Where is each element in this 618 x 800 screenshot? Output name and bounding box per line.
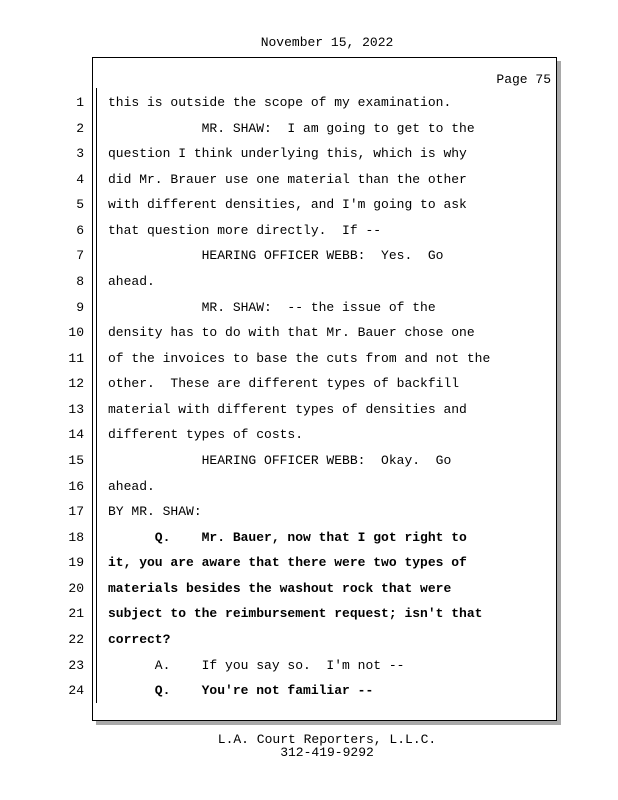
transcript-line: 10 density has to do with that Mr. Bauer … — [0, 325, 560, 345]
line-number: 5 — [76, 197, 84, 213]
line-text: that question more directly. If -- — [108, 222, 382, 238]
line-number: 20 — [68, 580, 84, 596]
line-number: 24 — [68, 683, 84, 699]
transcript-line: 2 MR. SHAW: I am going to get to the — [0, 121, 560, 141]
line-number: 21 — [68, 606, 84, 622]
line-text: Q. Mr. Bauer, now that I got right to — [108, 529, 467, 545]
transcript-line: 11 of the invoices to base the cuts from … — [0, 351, 560, 371]
line-number: 19 — [68, 555, 84, 571]
transcript-line: 18 Q. Mr. Bauer, now that I got right to — [0, 530, 560, 550]
page-number: Page 75 — [496, 72, 551, 87]
line-number: 16 — [68, 478, 84, 494]
line-text: A. If you say so. I'm not -- — [108, 657, 405, 673]
line-number: 2 — [76, 120, 84, 136]
line-number: 17 — [68, 504, 84, 520]
line-number: 8 — [76, 273, 84, 289]
transcript-line: 13 material with different types of densi… — [0, 402, 560, 422]
line-text: this is outside the scope of my examinat… — [108, 95, 452, 110]
line-number: 15 — [68, 452, 84, 468]
line-text: other. These are different types of back… — [108, 376, 460, 392]
line-text: density has to do with that Mr. Bauer ch… — [108, 325, 475, 341]
line-number: 12 — [68, 376, 84, 392]
line-number: 14 — [68, 427, 84, 443]
line-number: 18 — [68, 529, 84, 545]
line-text: ahead. — [108, 478, 155, 494]
transcript-line: 8 ahead. — [0, 274, 560, 294]
transcript-line: 9 MR. SHAW: -- the issue of the — [0, 300, 560, 320]
transcript-date: November 15, 2022 — [260, 35, 394, 50]
line-text: BY MR. SHAW: — [108, 504, 202, 520]
line-number-divider — [96, 88, 97, 703]
transcript-line: 14 different types of costs. — [0, 427, 560, 447]
line-number: 6 — [76, 222, 84, 238]
line-text: did Mr. Brauer use one material than the… — [108, 171, 467, 187]
line-number: 10 — [68, 325, 84, 341]
line-number: 13 — [68, 401, 84, 417]
line-number: 11 — [68, 350, 84, 366]
transcript-line: 20 materials besides the washout rock tha… — [0, 581, 560, 601]
line-text: MR. SHAW: -- the issue of the — [108, 299, 436, 315]
transcript-line: 7 HEARING OFFICER WEBB: Yes. Go — [0, 248, 560, 268]
line-text: materials besides the washout rock that … — [108, 580, 452, 596]
transcript-line: 12 other. These are different types of ba… — [0, 376, 560, 396]
line-number: 3 — [76, 146, 84, 162]
line-text: Q. You're not familiar -- — [108, 683, 374, 699]
line-number: 4 — [76, 171, 84, 187]
line-text: it, you are aware that there were two ty… — [108, 555, 467, 571]
transcript-line: 22 correct? — [0, 632, 560, 652]
transcript-line: 1 this is outside the scope of my examina… — [0, 95, 560, 115]
line-text: material with different types of densiti… — [108, 401, 467, 417]
line-text: HEARING OFFICER WEBB: Okay. Go — [108, 452, 452, 468]
line-text: question I think underlying this, which … — [108, 146, 467, 162]
transcript-line: 3 question I think underlying this, which… — [0, 146, 560, 166]
line-number: 23 — [68, 657, 84, 673]
transcript-line: 4 did Mr. Brauer use one material than th… — [0, 172, 560, 192]
line-text: HEARING OFFICER WEBB: Yes. Go — [108, 248, 444, 264]
footer-company: L.A. Court Reporters, L.L.C. — [217, 732, 437, 747]
line-text: correct? — [108, 631, 171, 647]
line-text: different types of costs. — [108, 427, 304, 443]
transcript-line: 6 that question more directly. If -- — [0, 223, 560, 243]
line-number: 1 — [76, 95, 84, 110]
line-text: MR. SHAW: I am going to get to the — [108, 120, 475, 136]
transcript-line: 19 it, you are aware that there were two … — [0, 555, 560, 575]
footer: L.A. Court Reporters, L.L.C. 312-419-929… — [0, 733, 618, 759]
line-number: 9 — [76, 299, 84, 315]
line-number: 7 — [76, 248, 84, 264]
line-text: with different densities, and I'm going … — [108, 197, 467, 213]
transcript-page — [92, 57, 557, 721]
line-text: ahead. — [108, 273, 155, 289]
transcript-line: 21 subject to the reimbursement request; … — [0, 606, 560, 626]
footer-phone: 312-419-9292 — [280, 745, 374, 760]
transcript-line: 24 Q. You're not familiar -- — [0, 683, 560, 703]
line-text: subject to the reimbursement request; is… — [108, 606, 483, 622]
transcript-line: 15 HEARING OFFICER WEBB: Okay. Go — [0, 453, 560, 473]
transcript-line: 5 with different densities, and I'm going… — [0, 197, 560, 217]
transcript-line: 16 ahead. — [0, 479, 560, 499]
transcript-line: 23 A. If you say so. I'm not -- — [0, 658, 560, 678]
line-number: 22 — [68, 631, 84, 647]
transcript-line: 17 BY MR. SHAW: — [0, 504, 560, 524]
line-text: of the invoices to base the cuts from an… — [108, 350, 491, 366]
